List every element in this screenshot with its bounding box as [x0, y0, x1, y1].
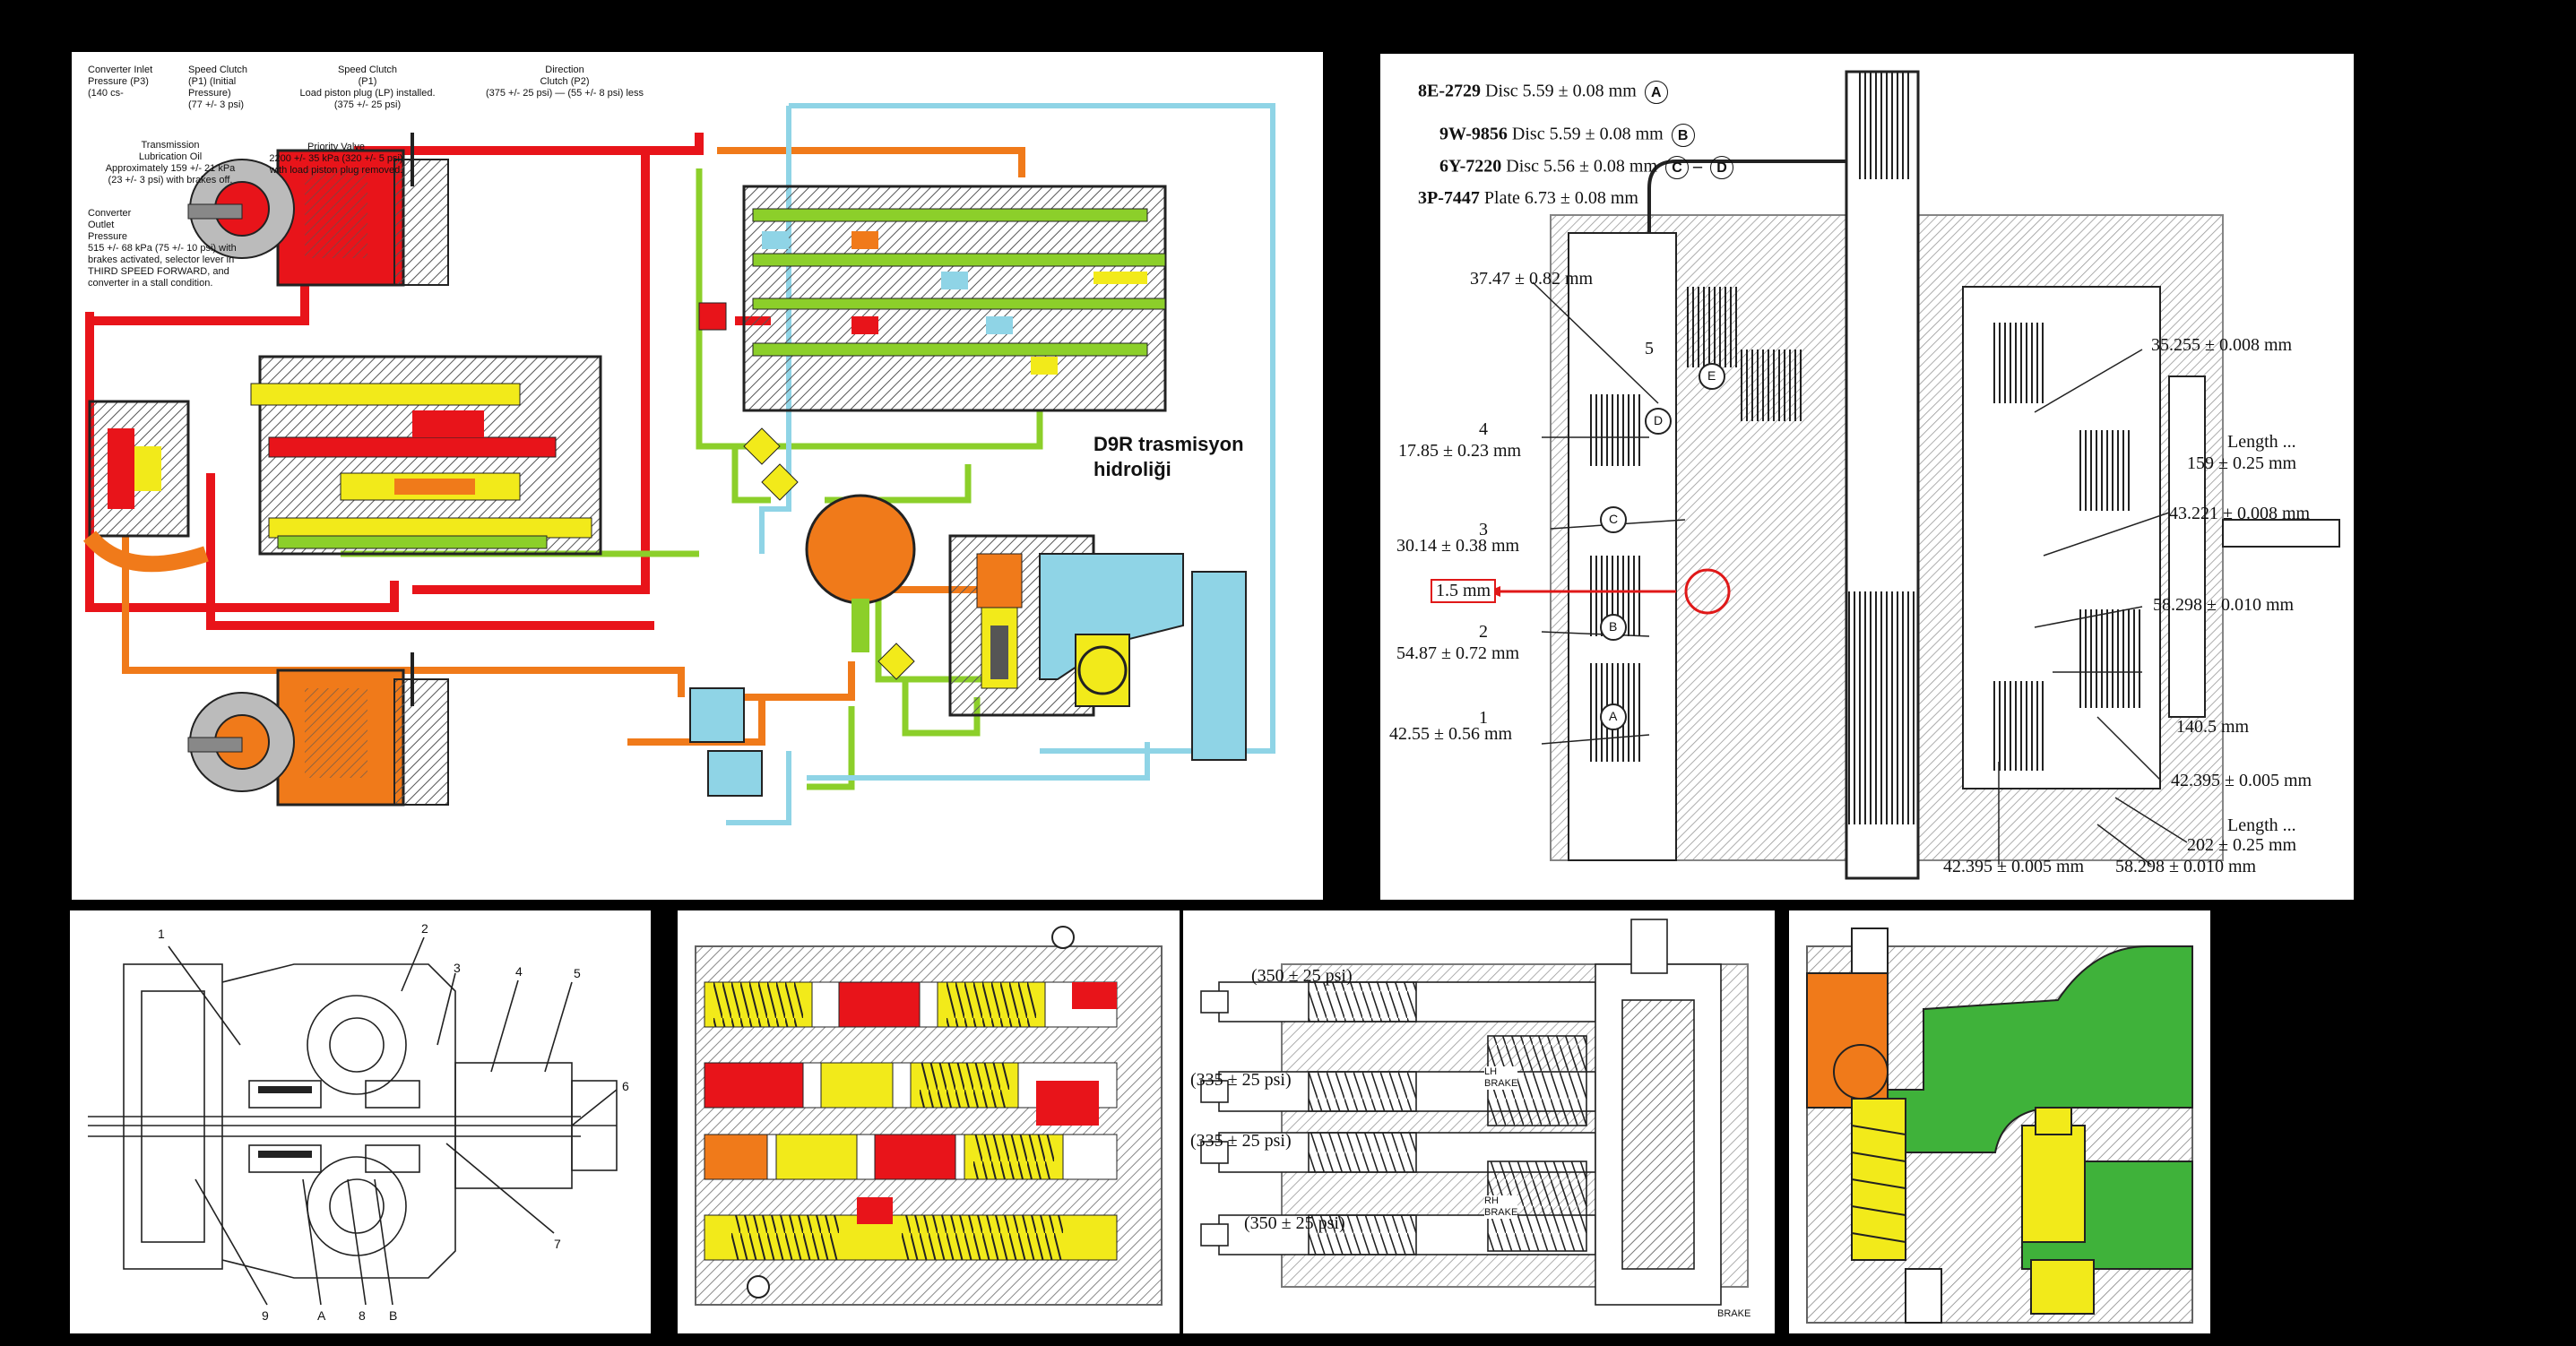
disc-marker-A: A [1609, 709, 1618, 723]
disc-marker-D: D [1654, 413, 1664, 427]
callout-42-55: 42.55 ± 0.56 mm [1389, 724, 1513, 744]
spec-value: 5.56 ± 0.08 mm [1543, 156, 1658, 177]
callout-number-5: 5 [1645, 339, 1654, 358]
callout-35-255: 35.255 ± 0.008 mm [2151, 335, 2293, 355]
brake-pressure-2: (335 ± 25 psi) [1190, 1070, 1292, 1090]
spec-row-1: 8E-2729 Disc 5.59 ± 0.08 mm A [1418, 81, 1668, 104]
callout-42-395-right: 42.395 ± 0.005 mm [2171, 771, 2312, 790]
section-number-8: 8 [359, 1308, 366, 1323]
section-number-3: 3 [454, 961, 461, 975]
section-number-7: 7 [554, 1237, 561, 1251]
callout-140-5: 140.5 mm [2176, 717, 2250, 737]
spec-kind: Plate [1483, 188, 1520, 208]
transmission-section-panel: 1 2 3 4 5 6 7 8 9 A B [70, 910, 651, 1333]
spec-row-4: 3P-7447 Plate 6.73 ± 0.08 mm [1418, 188, 1638, 209]
spec-kind: Disc [1485, 81, 1518, 101]
callout-number-4: 4 [1479, 419, 1488, 439]
callout-58-298-a: 58.298 ± 0.010 mm [2153, 595, 2295, 615]
rh-brake-label: RH BRAKE [1484, 1195, 1518, 1219]
spec-kind: Disc [1511, 124, 1545, 144]
hydraulic-schematic-panel: Converter Inlet Pressure (P3) (140 cs- S… [72, 52, 1323, 900]
callout-54-87: 54.87 ± 0.72 mm [1396, 643, 1520, 663]
callout-58-298-bottom: 58.298 ± 0.010 mm [2115, 857, 2257, 876]
section-number-6: 6 [622, 1079, 629, 1093]
disc-marker-B: B [1609, 619, 1618, 634]
section-number-9: 9 [262, 1308, 269, 1323]
valve-body-drawing [695, 926, 1163, 1306]
spec-dash: – [1693, 156, 1703, 177]
clutch-pack-section-drawing [1488, 70, 2340, 880]
clutch-pack-spec-panel: 8E-2729 Disc 5.59 ± 0.08 mm A 9W-9856 Di… [1380, 54, 2354, 900]
relief-valve-panel [1789, 910, 2210, 1333]
spec-part-number: 8E-2729 [1418, 81, 1481, 101]
hydraulic-schematic-drawing [82, 103, 1275, 825]
callout-202: 202 ± 0.25 mm [2187, 835, 2297, 855]
spec-badge-2: D [1710, 156, 1734, 179]
disc-marker-E: E [1707, 368, 1716, 383]
section-letter-A: A [317, 1308, 326, 1323]
lubrication-oil-label: Transmission Lubrication Oil Approximate… [105, 140, 236, 186]
priority-valve-label: Priority Valve 2200 +/- 35 kPa (320 +/- … [269, 142, 403, 176]
spec-row-3: 6Y-7220 Disc 5.56 ± 0.08 mm C – D [1439, 156, 1734, 179]
section-number-4: 4 [515, 964, 523, 979]
callout-17-85: 17.85 ± 0.23 mm [1398, 441, 1522, 461]
callout-number-2: 2 [1479, 622, 1488, 642]
brake-valve-panel: (350 ± 25 psi) (335 ± 25 psi) (335 ± 25 … [1183, 910, 1775, 1333]
spec-value: 5.59 ± 0.08 mm [1549, 124, 1664, 144]
callout-37-47: 37.47 ± 0.82 mm [1470, 269, 1594, 289]
spec-row-2: 9W-9856 Disc 5.59 ± 0.08 mm B [1439, 124, 1695, 147]
callout-42-395-bottom: 42.395 ± 0.005 mm [1943, 857, 2085, 876]
spec-value: 6.73 ± 0.08 mm [1524, 188, 1638, 208]
callout-43-221: 43.221 ± 0.008 mm [2169, 504, 2311, 523]
spec-part-number: 9W-9856 [1439, 124, 1508, 144]
spec-part-number: 6Y-7220 [1439, 156, 1502, 177]
callout-159: 159 ± 0.25 mm [2187, 453, 2297, 473]
callout-30-14: 30.14 ± 0.38 mm [1396, 536, 1520, 556]
relief-valve-drawing [1806, 928, 2193, 1324]
callout-length-1: Length ... [2227, 432, 2296, 452]
lh-brake-label: LH BRAKE [1484, 1066, 1518, 1090]
callout-1-5-mm: 1.5 mm [1431, 579, 1497, 603]
spec-badge: A [1644, 81, 1668, 104]
spec-badge: C [1665, 156, 1690, 179]
brake-pressure-4: (350 ± 25 psi) [1244, 1213, 1345, 1233]
brake-bottom-label: BRAKE [1717, 1308, 1751, 1320]
speed-clutch-p1-label: Speed Clutch (P1) Load piston plug (LP) … [299, 65, 436, 110]
converter-inlet-pressure-label: Converter Inlet Pressure (P3) (140 cs- [88, 65, 153, 99]
transmission-section-drawing [88, 936, 618, 1306]
spec-value: 5.59 ± 0.08 mm [1522, 81, 1637, 101]
section-number-2: 2 [421, 921, 428, 936]
section-letter-B: B [389, 1308, 398, 1323]
speed-clutch-initial-label: Speed Clutch (P1) (Initial Pressure) (77… [188, 65, 248, 110]
spec-part-number: 3P-7447 [1418, 188, 1480, 208]
brake-pressure-3: (335 ± 25 psi) [1190, 1131, 1292, 1151]
callout-number-3: 3 [1479, 520, 1488, 539]
direction-clutch-label: Direction Clutch (P2) (375 +/- 25 psi) —… [485, 65, 644, 99]
brake-pressure-1: (350 ± 25 psi) [1251, 966, 1353, 986]
callout-number-1: 1 [1479, 708, 1488, 728]
section-number-1: 1 [158, 927, 165, 941]
diagram-title: D9R trasmisyon hidroliği [1094, 433, 1244, 480]
spec-kind: Disc [1506, 156, 1539, 177]
section-number-5: 5 [574, 966, 581, 980]
brake-valve-drawing [1200, 919, 1749, 1306]
valve-body-panel [678, 910, 1180, 1333]
disc-marker-C: C [1609, 512, 1619, 526]
spec-badge: B [1671, 124, 1695, 147]
callout-length-2: Length ... [2227, 815, 2296, 835]
converter-outlet-pressure-label: Converter Outlet Pressure 515 +/- 68 kPa… [88, 208, 237, 289]
